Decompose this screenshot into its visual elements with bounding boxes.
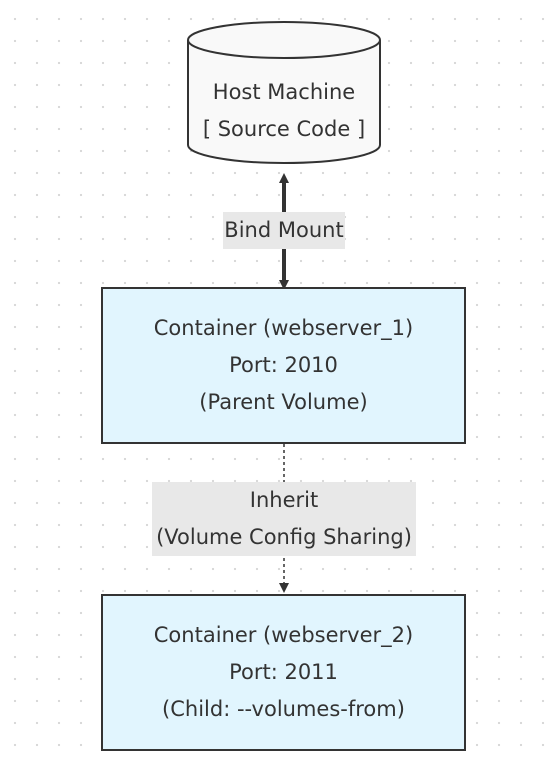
webserver1-port: Port: 2010 — [229, 353, 338, 377]
webserver1-node — [101, 287, 466, 444]
webserver2-port: Port: 2011 — [229, 660, 338, 684]
webserver1-title: Container (webserver_1) — [153, 316, 414, 340]
host-machine-title: Host Machine — [212, 80, 356, 104]
webserver2-title: Container (webserver_2) — [153, 623, 414, 647]
webserver1-role: (Parent Volume) — [199, 390, 368, 414]
webserver2-node — [101, 594, 466, 751]
host-machine-label: Host Machine [ Source Code ] — [188, 74, 380, 148]
inherit-label-line1: Inherit — [249, 488, 319, 512]
host-cylinder-top — [187, 21, 381, 59]
host-machine-subtitle: [ Source Code ] — [202, 117, 366, 141]
inherit-label-line2: (Volume Config Sharing) — [156, 525, 412, 549]
host-cylinder-body — [187, 40, 381, 164]
webserver2-role: (Child: --volumes-from) — [162, 697, 405, 721]
host-machine-node — [187, 21, 381, 164]
bind-mount-label: Bind Mount — [223, 212, 345, 249]
bind-mount-label-text: Bind Mount — [224, 218, 344, 242]
webserver2-label: Container (webserver_2) Port: 2011 (Chil… — [102, 595, 465, 750]
webserver1-label: Container (webserver_1) Port: 2010 (Pare… — [102, 288, 465, 443]
inherit-label: Inherit (Volume Config Sharing) — [152, 482, 416, 556]
